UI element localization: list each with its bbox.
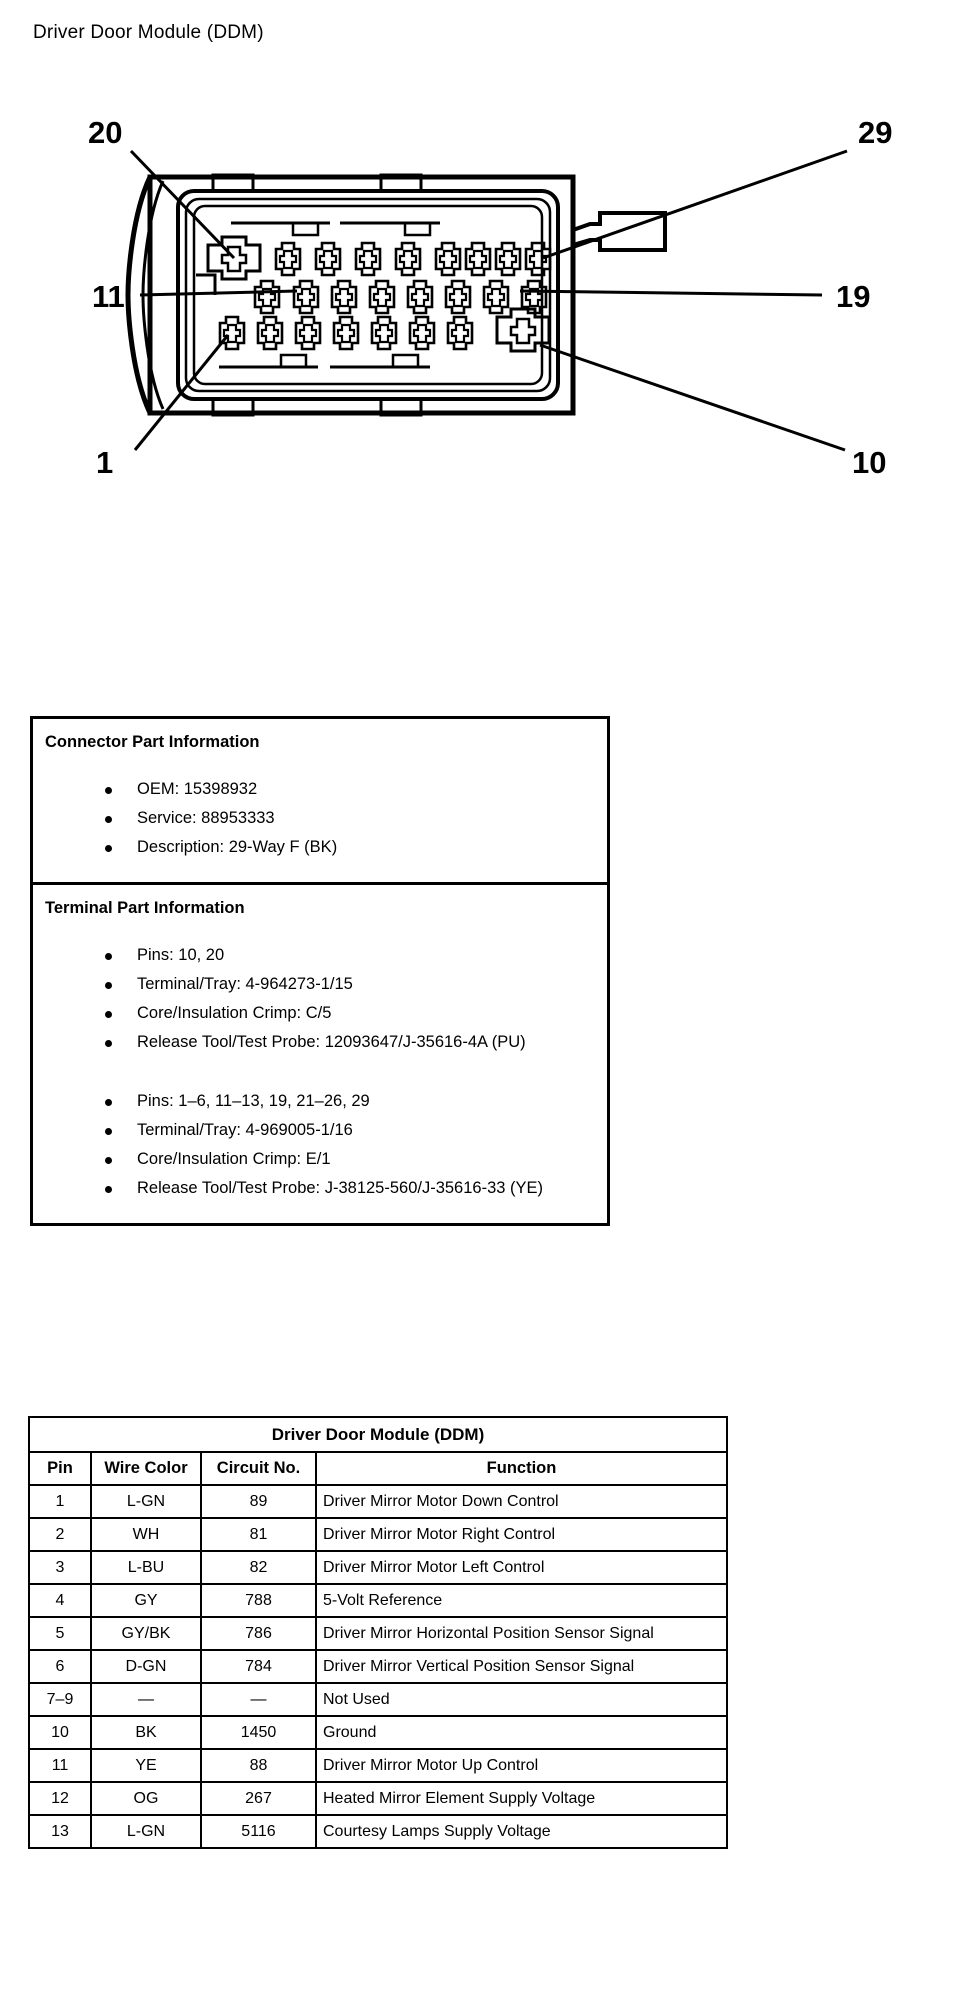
list-item: Pins: 1–6, 11–13, 19, 21–26, 29 (33, 1087, 607, 1116)
connector-part-information-section: Connector Part Information OEM: 15398932… (33, 719, 607, 882)
table-caption-row: Driver Door Module (DDM) (28, 1416, 728, 1453)
cell-pin: 10 (28, 1715, 92, 1750)
connector-part-information-heading: Connector Part Information (45, 733, 260, 751)
cell-color: L-GN (90, 1484, 202, 1519)
cell-color: YE (90, 1748, 202, 1783)
list-item: Pins: 10, 20 (33, 941, 607, 970)
table-row: 5 GY/BK 786 Driver Mirror Horizontal Pos… (28, 1616, 728, 1651)
table-row: 12 OG 267 Heated Mirror Element Supply V… (28, 1781, 728, 1816)
cell-circuit: 81 (200, 1517, 317, 1552)
cell-function: Driver Mirror Vertical Position Sensor S… (315, 1649, 728, 1684)
cell-color: GY/BK (90, 1616, 202, 1651)
cell-circuit: 788 (200, 1583, 317, 1618)
table-row: 7–9 — — Not Used (28, 1682, 728, 1717)
list-item: Release Tool/Test Probe: 12093647/J-3561… (33, 1028, 607, 1057)
cell-function: 5-Volt Reference (315, 1583, 728, 1618)
terminal-part-group-b-list: Pins: 1–6, 11–13, 19, 21–26, 29 Terminal… (33, 1087, 607, 1203)
cell-pin: 6 (28, 1649, 92, 1684)
cell-function: Driver Mirror Horizontal Position Sensor… (315, 1616, 728, 1651)
table-caption: Driver Door Module (DDM) (28, 1416, 728, 1453)
cell-circuit: 82 (200, 1550, 317, 1585)
callout-19-label: 19 (836, 279, 870, 314)
table-row: 1 L-GN 89 Driver Mirror Motor Down Contr… (28, 1484, 728, 1519)
callout-29-label: 29 (858, 115, 892, 150)
terminal-part-information-heading: Terminal Part Information (45, 898, 245, 917)
list-item: Release Tool/Test Probe: J-38125-560/J-3… (33, 1174, 607, 1203)
cell-circuit: 89 (200, 1484, 317, 1519)
cell-pin: 3 (28, 1550, 92, 1585)
table-row: 2 WH 81 Driver Mirror Motor Right Contro… (28, 1517, 728, 1552)
callout-11-label: 11 (92, 279, 125, 314)
list-item: Service: 88953333 (33, 804, 607, 833)
cell-color: L-GN (90, 1814, 202, 1849)
cell-circuit: — (200, 1682, 317, 1717)
table-row: 11 YE 88 Driver Mirror Motor Up Control (28, 1748, 728, 1783)
cell-circuit: 88 (200, 1748, 317, 1783)
table-row: 13 L-GN 5116 Courtesy Lamps Supply Volta… (28, 1814, 728, 1849)
cell-color: WH (90, 1517, 202, 1552)
callout-20-label: 20 (88, 115, 122, 150)
list-item: Core/Insulation Crimp: E/1 (33, 1145, 607, 1174)
cell-function: Ground (315, 1715, 728, 1750)
cell-color: — (90, 1682, 202, 1717)
cell-pin: 11 (28, 1748, 92, 1783)
table-row: 4 GY 788 5-Volt Reference (28, 1583, 728, 1618)
cell-function: Driver Mirror Motor Up Control (315, 1748, 728, 1783)
table-row: 6 D-GN 784 Driver Mirror Vertical Positi… (28, 1649, 728, 1684)
callout-1-label: 1 (96, 445, 113, 480)
table-header-row: Pin Wire Color Circuit No. Function (28, 1451, 728, 1486)
column-header-color: Wire Color (90, 1451, 202, 1486)
pin-table-container: Driver Door Module (DDM) Pin Wire Color … (28, 1416, 728, 1849)
cell-pin: 12 (28, 1781, 92, 1816)
cell-circuit: 786 (200, 1616, 317, 1651)
cell-color: D-GN (90, 1649, 202, 1684)
column-header-function: Function (315, 1451, 728, 1486)
cell-function: Courtesy Lamps Supply Voltage (315, 1814, 728, 1849)
pin-table-body: 1 L-GN 89 Driver Mirror Motor Down Contr… (28, 1484, 728, 1849)
cell-circuit: 784 (200, 1649, 317, 1684)
cell-function: Heated Mirror Element Supply Voltage (315, 1781, 728, 1816)
cell-pin: 5 (28, 1616, 92, 1651)
page-title: Driver Door Module (DDM) (33, 22, 264, 43)
table-row: 10 BK 1450 Ground (28, 1715, 728, 1750)
terminal-part-information-section: Terminal Part Information Pins: 10, 20 T… (33, 881, 607, 1223)
cell-function: Driver Mirror Motor Right Control (315, 1517, 728, 1552)
cell-circuit: 5116 (200, 1814, 317, 1849)
cell-color: L-BU (90, 1550, 202, 1585)
connector-part-information-list: OEM: 15398932 Service: 88953333 Descript… (33, 775, 607, 862)
cell-color: OG (90, 1781, 202, 1816)
callout-10-label: 10 (852, 445, 886, 480)
cell-pin: 2 (28, 1517, 92, 1552)
cell-color: BK (90, 1715, 202, 1750)
list-item: Description: 29-Way F (BK) (33, 833, 607, 862)
column-header-pin: Pin (28, 1451, 92, 1486)
cell-function: Driver Mirror Motor Down Control (315, 1484, 728, 1519)
pin-table: Driver Door Module (DDM) Pin Wire Color … (28, 1416, 728, 1849)
list-item: Terminal/Tray: 4-969005-1/16 (33, 1116, 607, 1145)
column-header-circuit: Circuit No. (200, 1451, 317, 1486)
cell-pin: 13 (28, 1814, 92, 1849)
cell-pin: 4 (28, 1583, 92, 1618)
list-item: OEM: 15398932 (33, 775, 607, 804)
cell-pin: 7–9 (28, 1682, 92, 1717)
cell-function: Not Used (315, 1682, 728, 1717)
connector-diagram: 20 29 11 19 1 10 (0, 95, 960, 515)
table-row: 3 L-BU 82 Driver Mirror Motor Left Contr… (28, 1550, 728, 1585)
cell-function: Driver Mirror Motor Left Control (315, 1550, 728, 1585)
terminal-part-group-a-list: Pins: 10, 20 Terminal/Tray: 4-964273-1/1… (33, 941, 607, 1057)
cell-circuit: 267 (200, 1781, 317, 1816)
cell-circuit: 1450 (200, 1715, 317, 1750)
part-information-box: Connector Part Information OEM: 15398932… (30, 716, 610, 1226)
cell-color: GY (90, 1583, 202, 1618)
cell-pin: 1 (28, 1484, 92, 1519)
list-item: Core/Insulation Crimp: C/5 (33, 999, 607, 1028)
list-item: Terminal/Tray: 4-964273-1/15 (33, 970, 607, 999)
